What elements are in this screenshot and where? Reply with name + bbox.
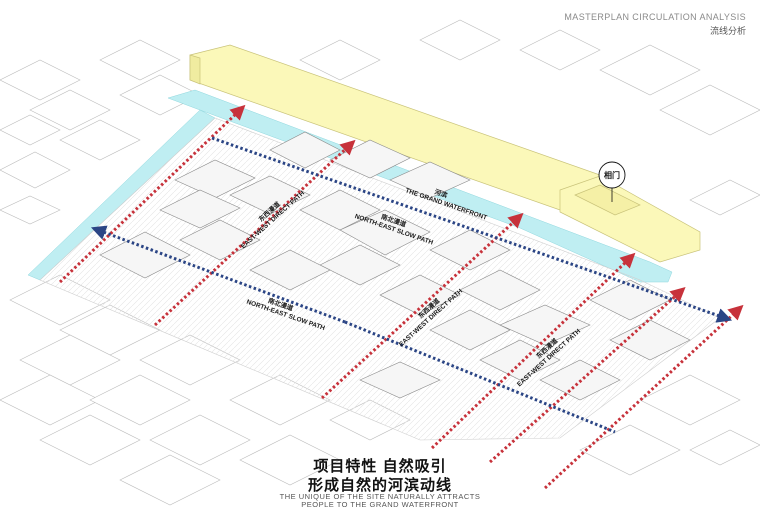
- red-path-1: [58, 104, 246, 284]
- caption-cn-line1: 项目特性 自然吸引: [313, 458, 447, 475]
- red-path-6: [543, 304, 744, 490]
- blue-path-1: [211, 136, 733, 323]
- city-wall: [189, 44, 701, 263]
- caption-en-line2: PEOPLE TO THE GRAND WATERFRONT: [301, 500, 459, 509]
- waterfront-label-cn: 河滨: [433, 187, 449, 200]
- caption-en-line1: THE UNIQUE OF THE SITE NATURALLY ATTRACT…: [279, 492, 481, 501]
- red-path-4: [430, 252, 636, 450]
- slow-paths: [90, 136, 733, 434]
- blue-path-3: [344, 320, 616, 434]
- caption-cn-line2: 形成自然的河滨动线: [307, 477, 452, 494]
- site-buildings: [99, 131, 691, 401]
- header-title-cn: 流线分析: [709, 26, 746, 36]
- landmark-xiangmen: 相门: [598, 161, 626, 202]
- header-title-en: MASTERPLAN CIRCULATION ANALYSIS: [564, 12, 746, 22]
- landmark-label: 相门: [604, 170, 620, 180]
- blue-path-2: [90, 225, 346, 324]
- red-path-5: [488, 286, 686, 464]
- red-path-3: [320, 212, 524, 400]
- header: MASTERPLAN CIRCULATION ANALYSIS 流线分析: [564, 12, 746, 37]
